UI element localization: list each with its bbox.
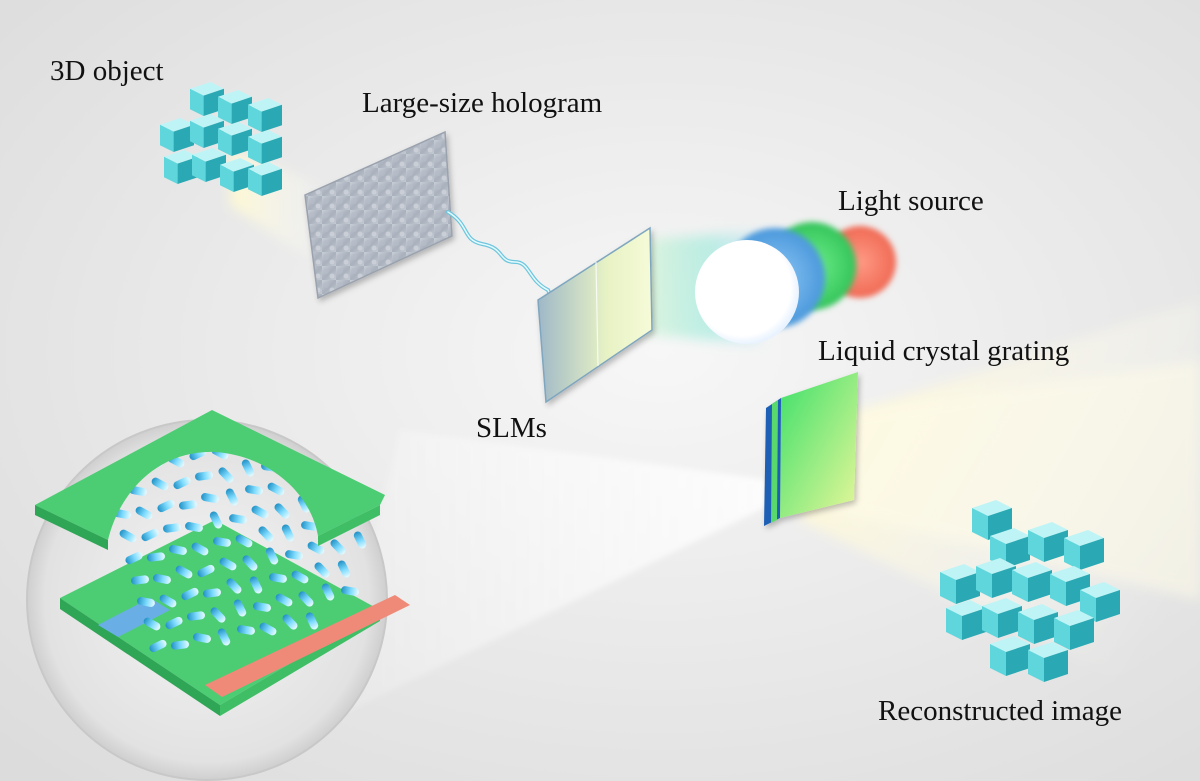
lc-molecule	[209, 511, 223, 529]
lc-molecule	[187, 611, 205, 621]
lc-molecule	[226, 578, 242, 594]
lc-molecule	[242, 555, 258, 571]
lc-molecule	[245, 485, 263, 495]
lc-molecule	[297, 495, 311, 513]
lc-molecule	[181, 587, 199, 601]
lc-molecule	[131, 575, 149, 585]
lc-molecule	[165, 616, 183, 630]
lc-zoom-circle	[26, 410, 410, 781]
lc-molecule	[281, 524, 295, 542]
lc-molecule	[119, 529, 137, 543]
hologram-plate	[304, 130, 453, 300]
lc-molecule	[219, 557, 237, 571]
lc-molecule	[210, 607, 226, 623]
lc-molecule	[173, 476, 191, 490]
lc-molecule	[282, 614, 298, 630]
lc-molecule	[193, 633, 211, 643]
lc-molecule	[275, 593, 293, 607]
lc-molecule	[143, 617, 161, 631]
label-hologram: Large-size hologram	[362, 87, 603, 119]
lc-molecule	[191, 542, 209, 556]
lc-molecule	[341, 586, 359, 596]
lc-molecule	[305, 612, 319, 630]
lc-molecule	[157, 499, 175, 513]
lc-molecule	[149, 639, 167, 653]
lc-molecule	[197, 564, 215, 578]
lc-molecule	[203, 588, 221, 598]
lc-grating-panel	[764, 372, 858, 526]
lc-molecule	[285, 550, 303, 560]
lc-molecule	[298, 591, 314, 607]
lc-molecule	[337, 560, 351, 578]
lc-molecule	[217, 628, 231, 646]
lc-molecule	[213, 537, 231, 547]
lc-molecule	[233, 599, 247, 617]
electrode-red	[205, 595, 410, 697]
lc-molecule	[163, 523, 181, 533]
lc-molecule	[141, 528, 159, 542]
lc-molecule	[321, 583, 335, 601]
lc-molecule	[267, 482, 285, 496]
lc-molecule	[135, 506, 153, 520]
rgb-light-source	[695, 222, 896, 344]
lc-molecule	[353, 531, 367, 549]
label-slms: SLMs	[476, 412, 547, 444]
lc-molecule	[237, 625, 255, 635]
lc-molecule	[201, 493, 219, 503]
label-3d-object: 3D object	[50, 55, 164, 87]
lc-molecule	[159, 594, 177, 608]
label-lc-grating: Liquid crystal grating	[818, 335, 1069, 367]
lc-molecule	[253, 602, 271, 612]
lc-molecule	[151, 477, 169, 491]
lc-molecule	[171, 640, 189, 650]
lc-molecule	[249, 576, 263, 594]
lc-molecule	[235, 534, 253, 548]
electrode-blue	[98, 598, 170, 637]
label-light-source: Light source	[838, 185, 984, 217]
lc-molecule	[265, 547, 279, 565]
lc-molecule	[330, 539, 346, 555]
label-reconstructed: Reconstructed image	[878, 695, 1122, 727]
lc-molecule	[251, 505, 269, 519]
lc-molecule	[225, 488, 239, 506]
lc-molecule	[259, 622, 277, 636]
lc-molecule	[229, 514, 247, 524]
lc-molecule	[179, 500, 197, 510]
lc-molecule	[274, 503, 290, 519]
lc-molecule	[307, 541, 325, 555]
lc-molecule	[241, 459, 255, 477]
lc-molecule	[175, 565, 193, 579]
lc-molecule	[314, 562, 330, 578]
zoom-cone	[330, 430, 770, 720]
lc-molecule	[153, 574, 171, 584]
lc-molecule	[147, 552, 165, 562]
lc-molecule	[169, 545, 187, 555]
lc-molecule	[195, 471, 213, 481]
lc-molecule	[125, 551, 143, 565]
lc-molecule	[185, 522, 203, 532]
lc-molecule	[301, 521, 319, 531]
lc-molecule	[258, 526, 274, 542]
lc-molecule	[137, 597, 155, 607]
slm-panel	[537, 226, 653, 404]
lc-molecule	[269, 573, 287, 583]
lc-molecule	[291, 570, 309, 584]
lc-molecule	[218, 467, 234, 483]
